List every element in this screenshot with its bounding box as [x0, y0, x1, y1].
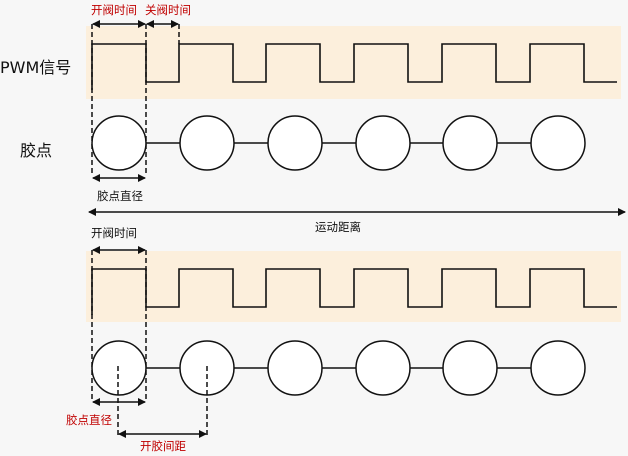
dot-diameter-label-top: 胶点直径 — [97, 189, 143, 203]
close-time-label: 关阀时间 — [145, 3, 191, 17]
glue-dot — [442, 115, 498, 171]
glue-dot — [355, 340, 411, 396]
glue-dot — [355, 115, 411, 171]
pwm-waveform-bottom — [91, 268, 617, 315]
glue-dot — [179, 115, 235, 171]
dot-spacing-label: 开胶间距 — [140, 439, 186, 453]
pwm-waveform-top — [91, 43, 617, 90]
glue-dot — [267, 115, 323, 171]
motion-distance-label: 运动距离 — [315, 220, 361, 234]
glue-dot — [530, 340, 586, 396]
glue-dot-row-bottom — [91, 340, 586, 396]
glue-dot — [267, 340, 323, 396]
glue-dot-label: 胶点 — [20, 141, 52, 160]
dot-diameter-label-bottom: 胶点直径 — [66, 413, 112, 427]
glue-dot — [91, 340, 147, 396]
glue-dot — [530, 115, 586, 171]
glue-dot — [91, 115, 147, 171]
open-time-label-bottom: 开阀时间 — [91, 226, 137, 240]
glue-dot-row-top — [91, 115, 586, 171]
pwm-signal-label: PWM信号 — [0, 58, 71, 77]
glue-dot — [442, 340, 498, 396]
open-time-label-top: 开阀时间 — [91, 3, 137, 17]
